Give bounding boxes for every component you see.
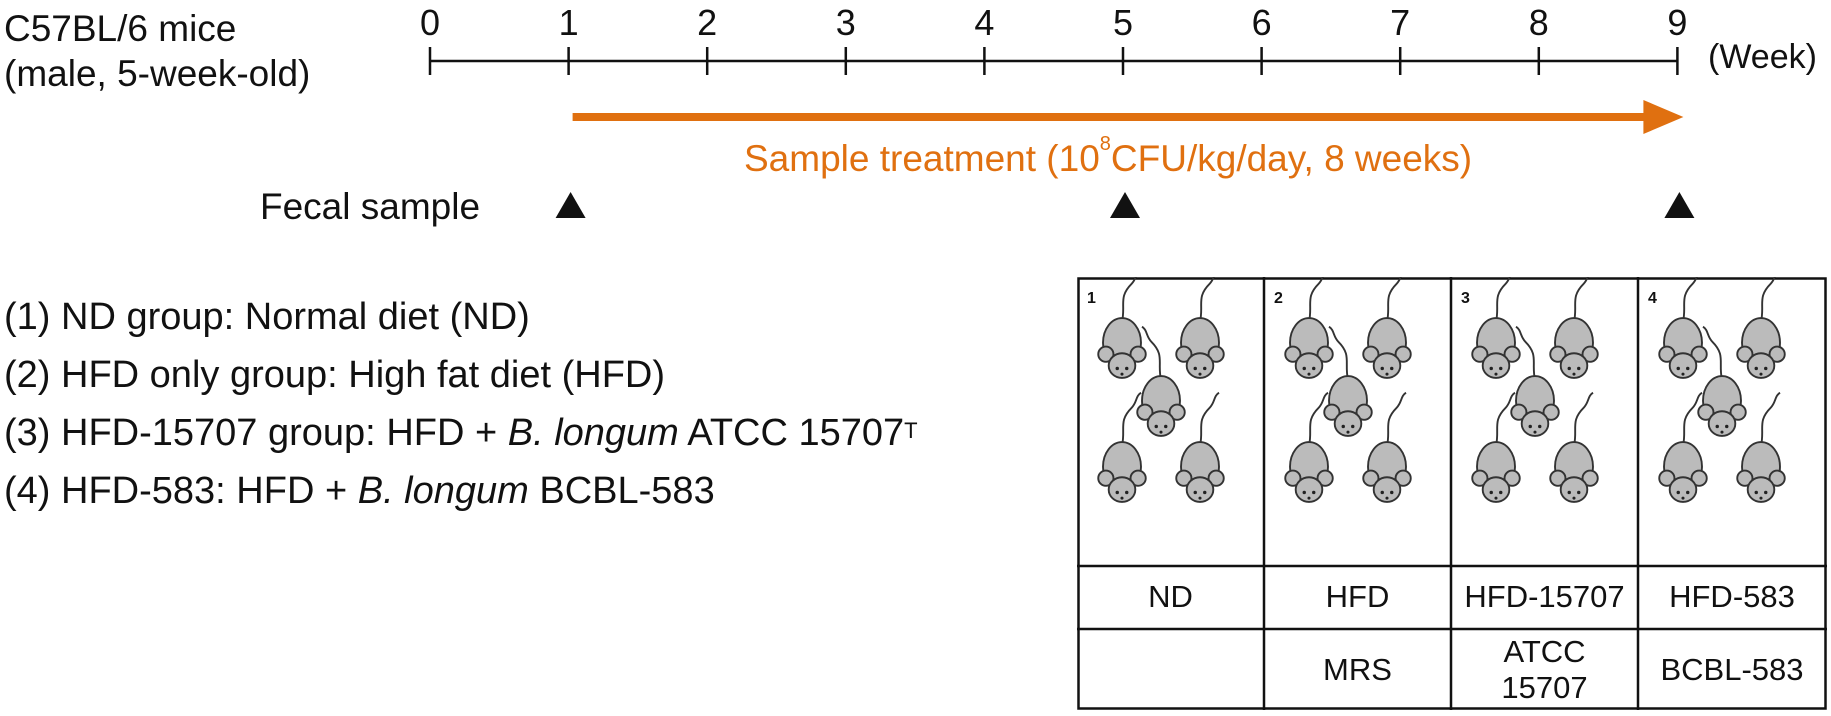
timeline-tick-label: 7 <box>1390 2 1411 43</box>
mouse-icon <box>1097 391 1147 503</box>
mouse-icon <box>1658 391 1708 503</box>
fecal-sample-label: Fecal sample <box>260 186 481 227</box>
mouse-icon <box>1510 325 1560 437</box>
panel-group-label: HFD-583 <box>1669 579 1795 614</box>
group-item-3: (3) HFD-15707 group: HFD + B. longum ATC… <box>4 412 918 454</box>
subject-line2: (male, 5-week-old) <box>4 53 311 94</box>
fecal-sample-markers <box>555 192 1695 218</box>
group-item-4: (4) HFD-583: HFD + B. longum BCBL-583 <box>4 470 715 512</box>
panel-group-label: HFD-15707 <box>1464 579 1625 614</box>
panel-number: 3 <box>1461 290 1470 307</box>
panel-treatment-label: MRS <box>1323 652 1392 687</box>
timeline-unit: (Week) <box>1708 38 1817 76</box>
group-list: (1) ND group: Normal diet (ND) (2) HFD o… <box>4 288 918 520</box>
fecal-sample-marker <box>1664 192 1695 218</box>
timeline-tick-label: 0 <box>419 2 441 43</box>
mouse-icon <box>1736 277 1786 379</box>
subject-line1: C57BL/6 mice <box>4 8 237 49</box>
timeline-tick-label: 9 <box>1667 2 1688 43</box>
panel-number: 2 <box>1274 290 1283 307</box>
mouse-icon <box>1323 325 1373 437</box>
fecal-sample-marker <box>555 192 586 218</box>
mouse-icon <box>1471 391 1521 503</box>
timeline-tick-label: 8 <box>1528 2 1549 43</box>
timeline-tick-label: 6 <box>1251 2 1272 43</box>
mouse-icon <box>1736 391 1786 503</box>
timeline <box>428 47 1695 218</box>
panel-group-label: ND <box>1148 579 1193 614</box>
treatment-label: Sample treatment (108CFU/kg/day, 8 weeks… <box>744 134 1473 179</box>
panel-group-label: HFD <box>1325 579 1390 614</box>
mouse-icon <box>1697 325 1747 437</box>
mouse-icon <box>1549 277 1599 379</box>
treatment-suffix: CFU/kg/day, 8 weeks) <box>1110 138 1473 179</box>
grid-lines <box>1077 277 1827 710</box>
treatment-prefix: Sample treatment (10 <box>744 138 1100 179</box>
timeline-ticks <box>428 47 1679 75</box>
mouse-icon <box>1175 391 1225 503</box>
mouse-icon <box>1549 391 1599 503</box>
panel-number: 4 <box>1648 290 1657 307</box>
timeline-tick-label: 5 <box>1112 2 1134 43</box>
timeline-tick-label: 2 <box>697 2 718 43</box>
mouse-icon <box>1097 277 1147 379</box>
mouse-icon <box>1362 391 1412 503</box>
mouse-icon <box>1136 325 1186 437</box>
group-panel-grid <box>1077 277 1827 710</box>
fecal-sample-marker <box>1110 192 1140 218</box>
panel-number: 1 <box>1087 290 1096 307</box>
group-item-2: (2) HFD only group: High fat diet (HFD) <box>4 354 665 396</box>
treatment-exponent: 8 <box>1099 133 1111 155</box>
timeline-tick-label: 4 <box>974 2 995 43</box>
mouse-icon <box>1658 277 1708 379</box>
mouse-icon <box>1175 277 1225 379</box>
mouse-icon <box>1362 277 1412 379</box>
timeline-tick-label: 1 <box>558 2 579 43</box>
panel-treatment-label: BCBL-583 <box>1660 652 1804 687</box>
mouse-icon <box>1284 277 1334 379</box>
timeline-tick-label: 3 <box>835 2 856 43</box>
mice-illustrations <box>1097 277 1786 503</box>
mouse-icon <box>1284 391 1334 503</box>
mouse-icon <box>1471 277 1521 379</box>
treatment-arrow <box>572 100 1684 134</box>
group-item-1: (1) ND group: Normal diet (ND) <box>4 296 530 338</box>
